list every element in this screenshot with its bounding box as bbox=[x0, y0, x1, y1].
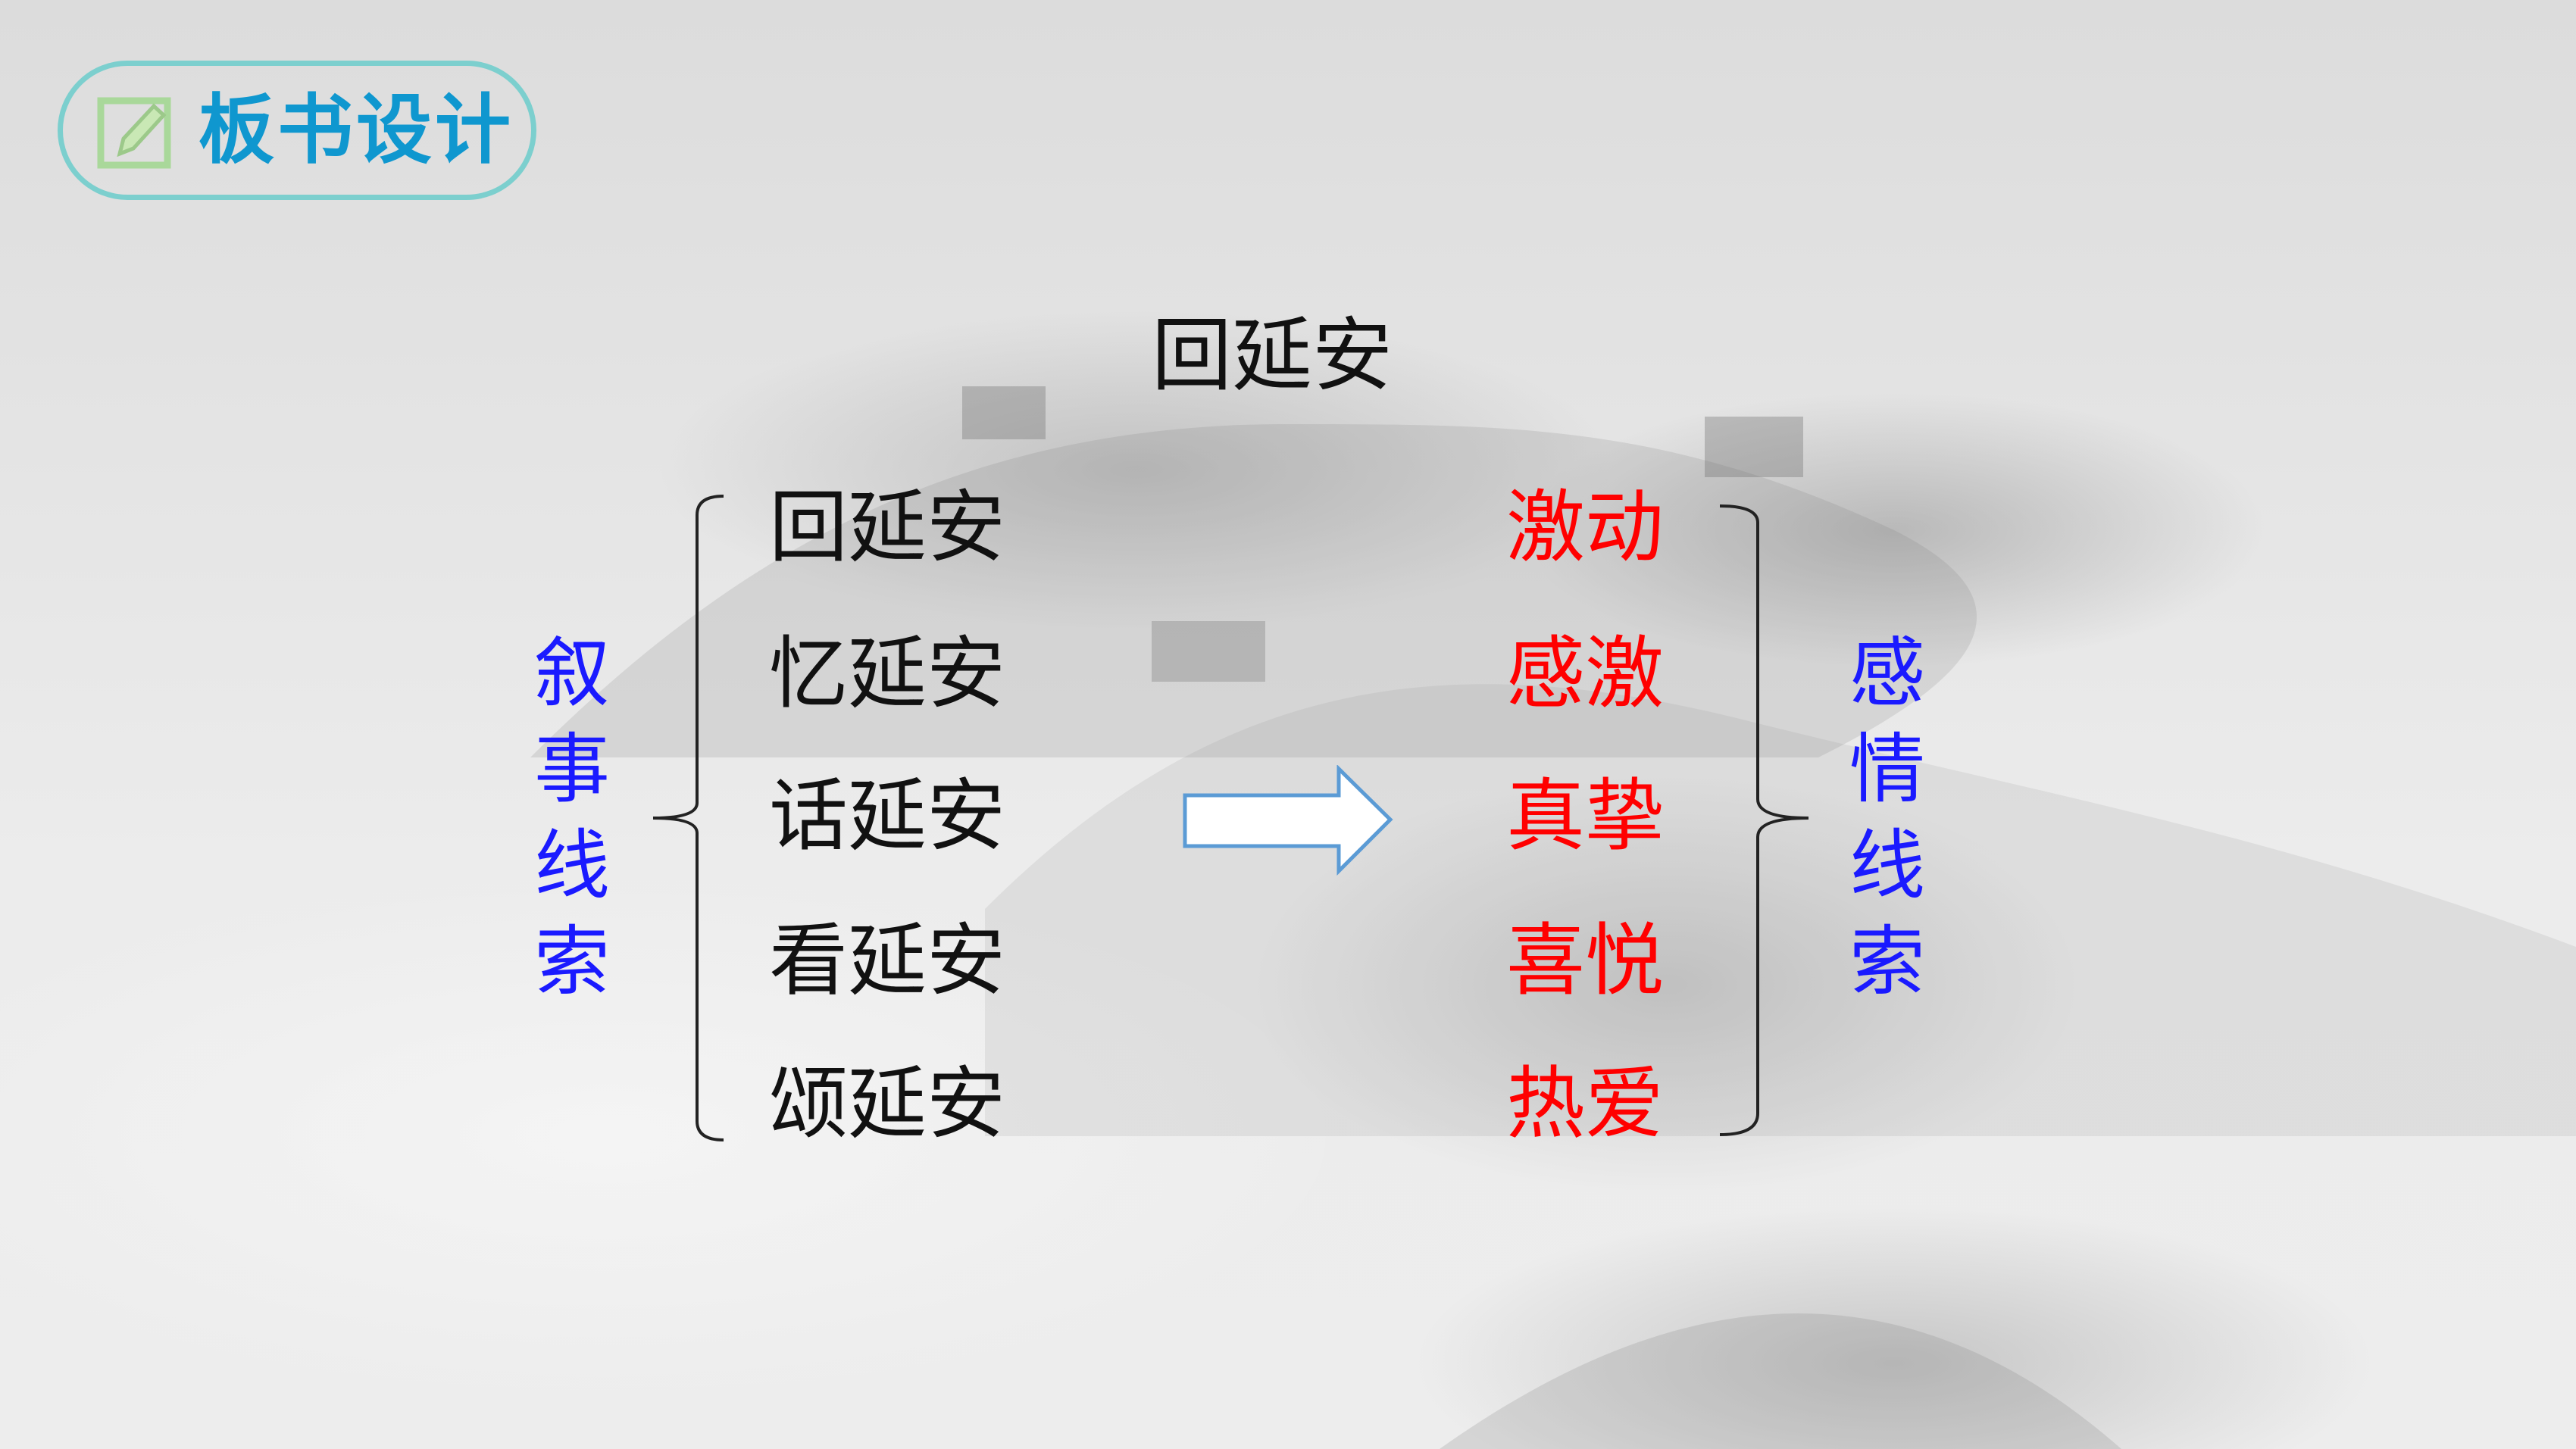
label-char: 事 bbox=[534, 725, 610, 814]
pencil-note-icon bbox=[97, 97, 171, 169]
left-brace bbox=[652, 495, 724, 1141]
event-item: 忆延安 bbox=[769, 627, 1006, 720]
label-char: 情 bbox=[1849, 725, 1925, 814]
label-char: 线 bbox=[534, 821, 610, 910]
label-char: 线 bbox=[1849, 821, 1925, 910]
event-item: 颂延安 bbox=[769, 1057, 1006, 1150]
emotion-item: 热爱 bbox=[1506, 1057, 1665, 1150]
event-item: 话延安 bbox=[769, 770, 1006, 862]
emotion-item: 感激 bbox=[1506, 627, 1665, 720]
page-title: 回延安 bbox=[1152, 309, 1393, 402]
section-badge bbox=[58, 61, 536, 200]
label-char: 索 bbox=[534, 917, 610, 1006]
emotion-clue-label: 感 情 线 索 bbox=[1846, 625, 1929, 1010]
right-brace bbox=[1719, 504, 1809, 1136]
emotion-item: 喜悦 bbox=[1506, 914, 1665, 1007]
right-arrow-icon bbox=[1183, 765, 1393, 876]
emotion-item: 真挚 bbox=[1506, 770, 1665, 862]
narrative-clue-label: 叙 事 线 索 bbox=[530, 625, 614, 1010]
label-char: 感 bbox=[1849, 629, 1925, 717]
label-char: 叙 bbox=[534, 629, 610, 717]
badge-label: 板书设计 bbox=[199, 86, 514, 174]
event-item: 看延安 bbox=[769, 914, 1006, 1007]
emotion-item: 激动 bbox=[1506, 481, 1665, 573]
label-char: 索 bbox=[1849, 917, 1925, 1006]
event-item: 回延安 bbox=[769, 481, 1006, 573]
